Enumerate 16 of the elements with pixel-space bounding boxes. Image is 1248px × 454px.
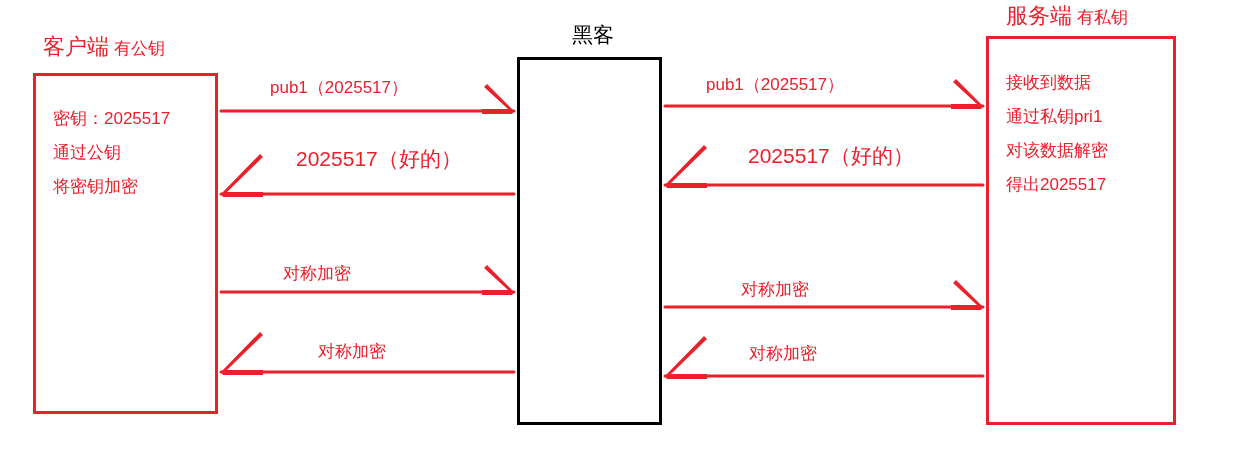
body-text: 通过私钥pri1 — [1006, 108, 1103, 125]
body-text: 得出2025517 — [1006, 176, 1107, 193]
body-text: 将密钥加密 — [53, 178, 138, 195]
heading: 黑客 — [571, 23, 614, 46]
edge-label: 对称加密 — [281, 264, 353, 283]
heading: 客户端 — [43, 34, 109, 59]
body-text: 通过公钥 — [53, 144, 121, 161]
edge-label: 对称加密 — [739, 280, 811, 299]
subheading: 有私钥 — [1077, 8, 1128, 27]
edge-label: 对称加密 — [747, 344, 819, 363]
edge-label: 对称加密 — [316, 342, 388, 361]
heading: 服务端 — [1006, 3, 1072, 28]
body-text: 对该数据解密 — [1006, 142, 1108, 159]
body-text: 密钥：2025517 — [53, 110, 171, 127]
subheading: 有公钥 — [114, 39, 165, 58]
body-text: 接收到数据 — [1006, 74, 1091, 91]
